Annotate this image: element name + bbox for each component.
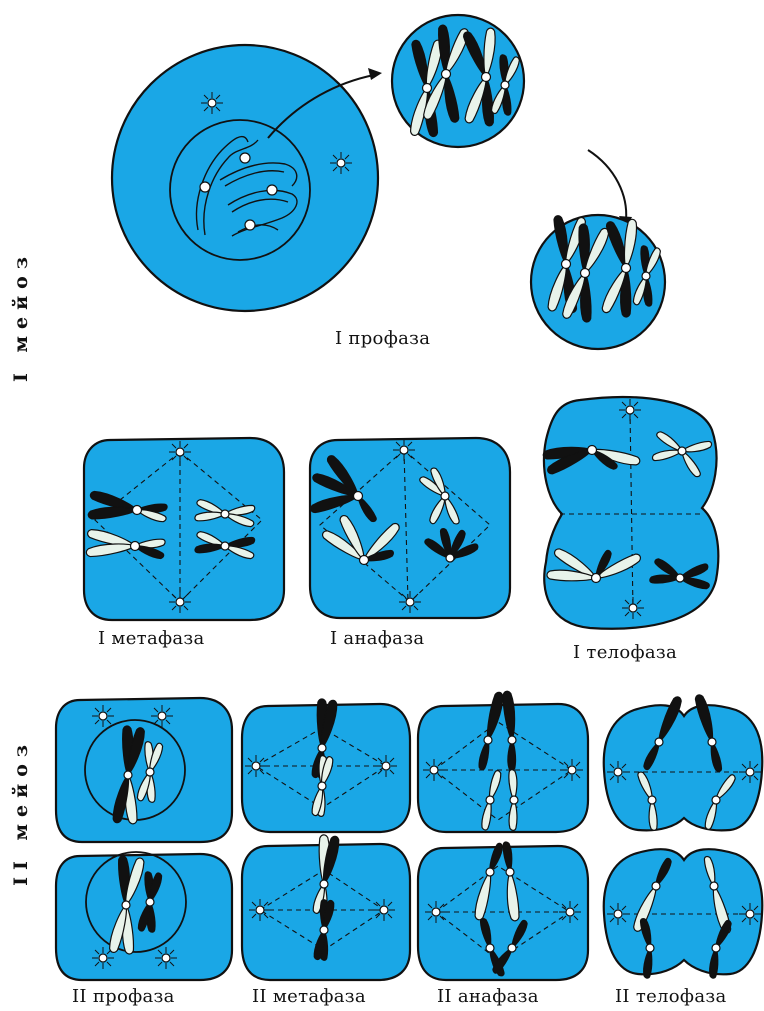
telophase2-cell-bottom bbox=[604, 849, 763, 978]
anaphase1-label: I анафаза bbox=[330, 628, 424, 649]
metaphase2-cell-top bbox=[242, 699, 410, 832]
prophase1-bivalents-top bbox=[392, 15, 632, 230]
anaphase2-cell-bottom bbox=[418, 841, 588, 980]
anaphase1-cell bbox=[309, 438, 510, 618]
prophase2-label: II профаза bbox=[72, 986, 175, 1007]
telophase1-cell bbox=[542, 397, 718, 629]
metaphase1-label: I метафаза bbox=[98, 628, 205, 649]
anaphase2-label: II анафаза bbox=[437, 986, 539, 1007]
prophase2-cell-top bbox=[56, 698, 232, 842]
meiosis1-side-label: I мейоз bbox=[10, 250, 32, 382]
anaphase2-cell-top bbox=[418, 690, 588, 832]
prophase1-cell bbox=[112, 45, 382, 311]
prophase1-bivalents-bottom bbox=[531, 215, 665, 349]
meiosis2-side-label: II мейоз bbox=[10, 738, 32, 886]
telophase2-label: II телофаза bbox=[615, 986, 727, 1007]
telophase1-label: I телофаза bbox=[573, 642, 677, 663]
metaphase1-cell bbox=[84, 438, 284, 620]
metaphase2-label: II метафаза bbox=[252, 986, 366, 1007]
prophase2-cell-bottom bbox=[56, 852, 232, 980]
telophase2-cell-top bbox=[604, 693, 763, 831]
metaphase2-cell-bottom bbox=[242, 835, 410, 980]
prophase1-label: I профаза bbox=[335, 328, 430, 349]
